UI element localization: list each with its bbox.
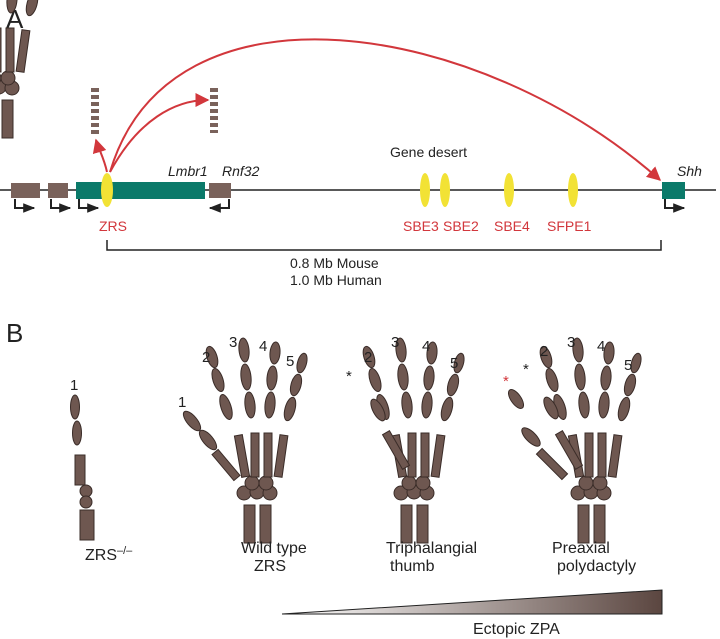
caption-preaxial-2: polydactyly — [557, 558, 636, 575]
zrs-enhancer — [101, 173, 113, 207]
shh-label: Shh — [677, 163, 702, 179]
hand-template — [0, 0, 39, 139]
lmbr1-gene-box — [76, 182, 205, 199]
digit-label: * — [346, 368, 352, 385]
digit-label: 2 — [202, 349, 210, 366]
distance-bracket — [106, 240, 662, 251]
digit-label: 1 — [70, 377, 78, 394]
direction-arrow — [50, 199, 72, 213]
distance-mouse: 0.8 Mb Mouse — [290, 255, 379, 271]
digit-label: 1 — [178, 394, 186, 411]
digit-label-red-asterisk: * — [503, 373, 509, 390]
digit-label: * — [523, 361, 529, 378]
digit-label: 3 — [391, 334, 399, 351]
regulatory-arc-shh — [109, 38, 662, 181]
digit-label: 4 — [259, 338, 267, 355]
digit-label: 4 — [422, 338, 430, 355]
sbe2-label: SBE2 — [443, 218, 479, 234]
exon-box — [48, 183, 68, 198]
caption-preaxial: Preaxial — [552, 540, 610, 557]
rnf32-gene-box — [209, 183, 231, 198]
direction-arrow — [14, 199, 36, 213]
direction-arrow — [78, 199, 100, 213]
sbe3-label: SBE3 — [403, 218, 439, 234]
lmbr1-label: Lmbr1 — [168, 163, 208, 179]
regulatory-arc-right — [109, 93, 210, 173]
limb-triphalangial — [360, 337, 467, 544]
direction-arrow — [664, 199, 686, 213]
limb-zrs-null — [70, 394, 95, 541]
digit-label: 2 — [364, 349, 372, 366]
limb-wild-type — [182, 337, 310, 544]
caption-zrs-null: ZRS–/– — [85, 545, 133, 564]
sbe4-label: SBE4 — [494, 218, 530, 234]
caption-wild-type: Wild type — [241, 540, 307, 557]
distance-human: 1.0 Mb Human — [290, 272, 382, 288]
zrs-label: ZRS — [99, 218, 127, 234]
caption-wild-type-2: ZRS — [254, 558, 286, 575]
sbe3-enhancer — [420, 173, 430, 207]
ectopic-zpa-gradient — [281, 589, 663, 615]
regulatory-arc-left — [92, 138, 108, 173]
digit-label: 5 — [286, 353, 294, 370]
caption-triphalangial-2: thumb — [390, 558, 435, 575]
digit-label: 3 — [229, 334, 237, 351]
limb-preaxial-polydactyly — [507, 337, 644, 544]
digit-label: 5 — [624, 357, 632, 374]
digit-label: 4 — [597, 338, 605, 355]
sbe2-enhancer — [440, 173, 450, 207]
shh-gene-box — [662, 182, 685, 199]
sbe4-enhancer — [504, 173, 514, 207]
sfpe1-enhancer — [568, 173, 578, 207]
rnf32-label: Rnf32 — [222, 163, 260, 179]
sfpe1-label: SFPE1 — [547, 218, 592, 234]
ectopic-zpa-label: Ectopic ZPA — [473, 621, 560, 638]
panel-label-b: B — [6, 318, 23, 348]
gene-desert-label: Gene desert — [390, 144, 467, 160]
direction-arrow-reverse — [208, 199, 230, 213]
digit-label: 2 — [540, 343, 548, 360]
caption-triphalangial: Triphalangial — [386, 540, 477, 557]
exon-box — [11, 183, 40, 198]
digit-label: 3 — [567, 334, 575, 351]
digit-label: 5 — [450, 355, 458, 372]
